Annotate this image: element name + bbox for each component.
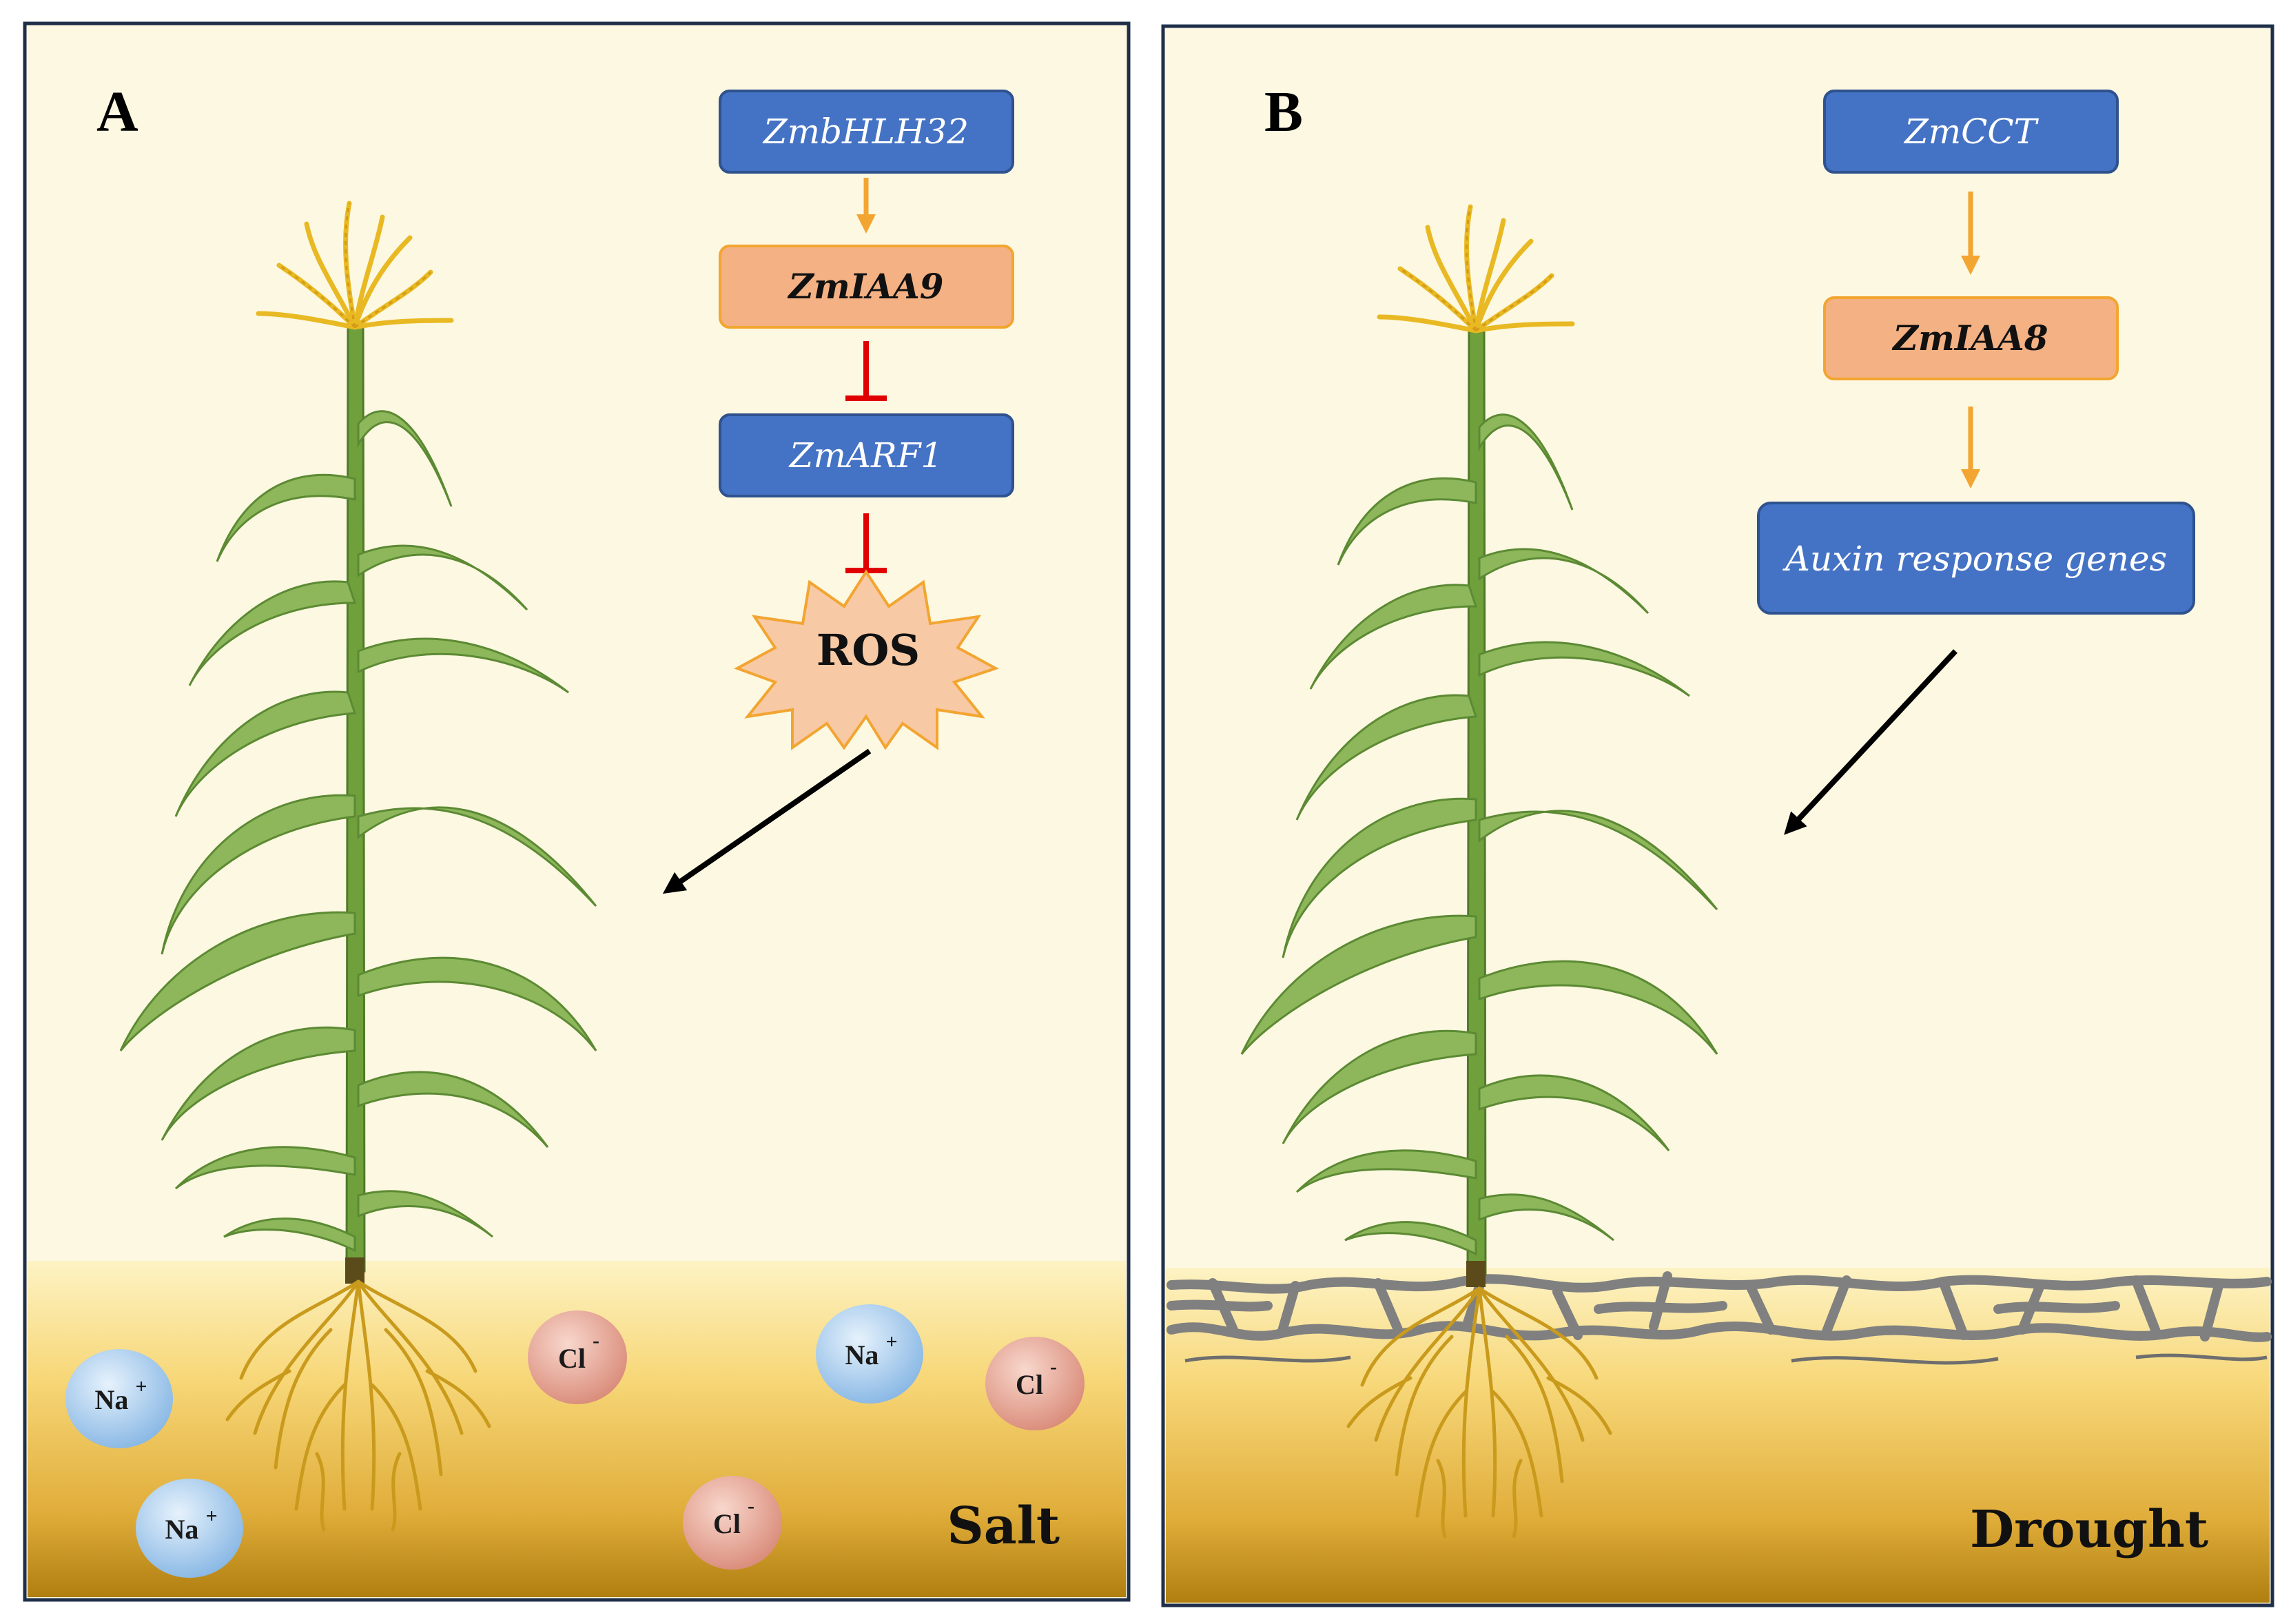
svg-text:-: -: [1050, 1355, 1057, 1378]
gene-label-zmcct: ZmCCT: [1903, 112, 2040, 152]
svg-text:Na: Na: [165, 1514, 199, 1545]
soil-crack-lines: [1184, 1353, 2268, 1365]
svg-text:-: -: [593, 1329, 599, 1352]
effect-arrow: [662, 748, 872, 894]
gene-label-auxin-response: Auxin response genes: [1783, 539, 2167, 579]
stress-label-drought: Drought: [1970, 1500, 2208, 1559]
svg-text:+: +: [885, 1330, 897, 1353]
gene-box-auxin-response: [1757, 502, 2195, 615]
panel-b: B ZmCCT ZmIAA8 Auxin response genes Drou…: [1161, 24, 2274, 1607]
chloride-ion: Cl -: [985, 1337, 1085, 1430]
svg-text:Cl: Cl: [713, 1508, 741, 1539]
ros-starburst-icon: [734, 569, 999, 750]
gene-label-zmiaa8: ZmIAA8: [1891, 318, 2048, 358]
panel-b-letter: B: [1264, 80, 1303, 144]
svg-text:-: -: [748, 1494, 754, 1517]
gene-box-zmiaa8: [1823, 296, 2119, 380]
svg-text:+: +: [205, 1505, 217, 1528]
svg-text:Cl: Cl: [1016, 1369, 1043, 1400]
gene-label-zmiaa9: ZmIAA9: [787, 266, 943, 307]
gene-box-zmiaa9: [719, 245, 1014, 329]
effect-arrow: [1784, 649, 1958, 835]
sodium-ion: Na +: [65, 1349, 173, 1448]
chloride-ion: Cl -: [528, 1310, 627, 1404]
panel-a: A ZmbHLH32 ZmIAA9 ZmARF1 ROS Na +: [23, 21, 1131, 1602]
svg-text:Na: Na: [95, 1384, 129, 1415]
panel-a-letter: A: [96, 80, 138, 144]
sodium-ion: Na +: [136, 1479, 243, 1578]
gene-box-zmbhlh32: [719, 90, 1014, 174]
svg-text:Cl: Cl: [558, 1343, 586, 1374]
gene-label-zmbhlh32: ZmbHLH32: [762, 112, 969, 152]
chloride-ion: Cl -: [683, 1476, 782, 1570]
gene-box-zmarf1: [719, 413, 1014, 497]
ros-label: ROS: [816, 625, 920, 675]
svg-text:+: +: [135, 1375, 147, 1398]
stress-label-salt: Salt: [947, 1497, 1060, 1556]
svg-text:Na: Na: [845, 1339, 879, 1370]
gene-label-zmarf1: ZmARF1: [788, 435, 943, 475]
inhibition-symbol: [845, 341, 887, 401]
gene-box-zmcct: [1823, 90, 2119, 174]
sodium-ion: Na +: [816, 1304, 923, 1404]
